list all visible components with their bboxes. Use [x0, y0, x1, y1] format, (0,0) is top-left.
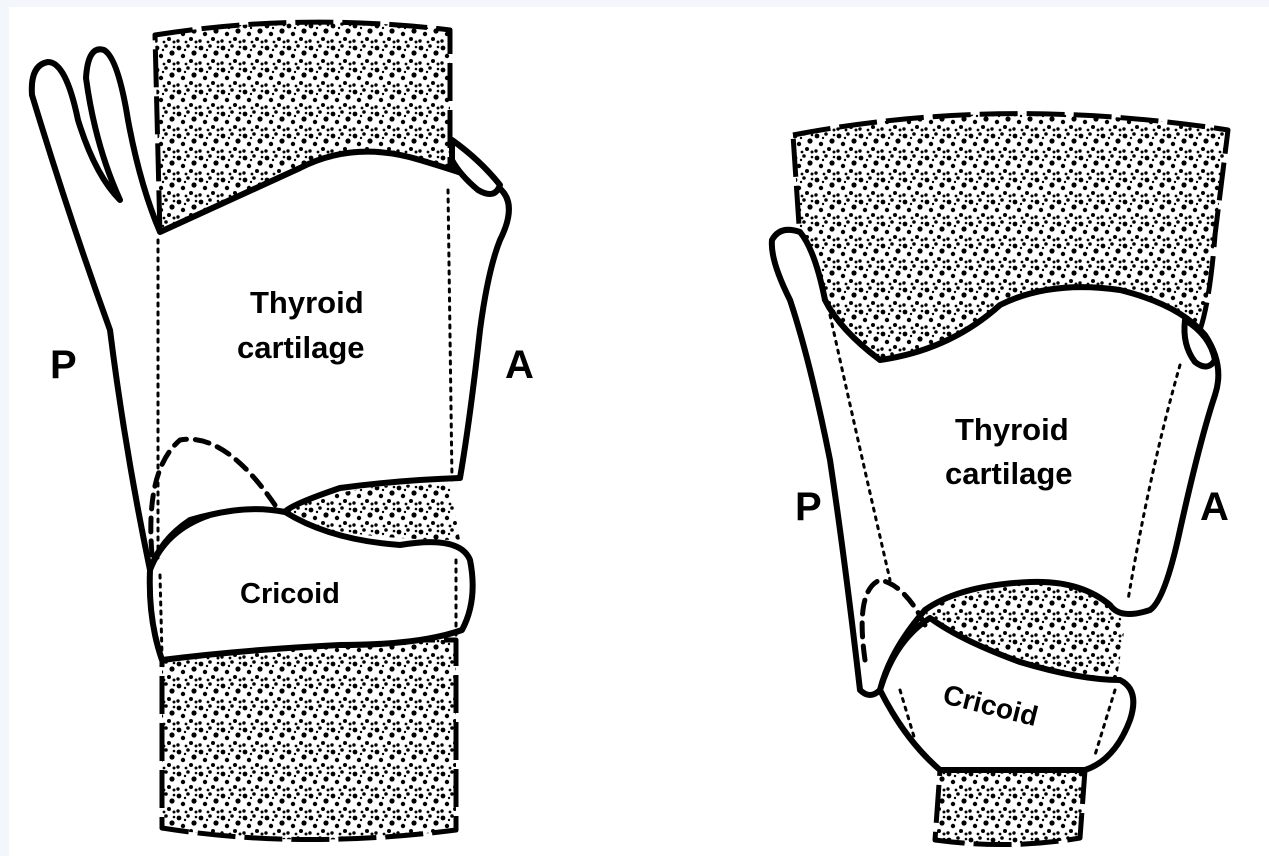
right-anterior-label: A [1200, 485, 1229, 529]
left-larynx-panel: P A Thyroid cartilage Cricoid [32, 22, 534, 839]
left-trachea [162, 640, 456, 840]
left-thyroid-label-line2: cartilage [237, 330, 365, 365]
right-thyroid-label-line2: cartilage [945, 456, 1073, 491]
right-trachea [935, 770, 1085, 845]
right-posterior-label: P [795, 485, 822, 529]
left-thyroid-label-line1: Thyroid [250, 285, 364, 320]
left-cricoid-label: Cricoid [240, 578, 340, 610]
left-posterior-label: P [50, 343, 77, 387]
right-larynx-panel: P A Thyroid cartilage Cricoid [772, 114, 1229, 845]
right-thyroid-label-line1: Thyroid [955, 412, 1069, 447]
left-anterior-label: A [505, 343, 534, 387]
